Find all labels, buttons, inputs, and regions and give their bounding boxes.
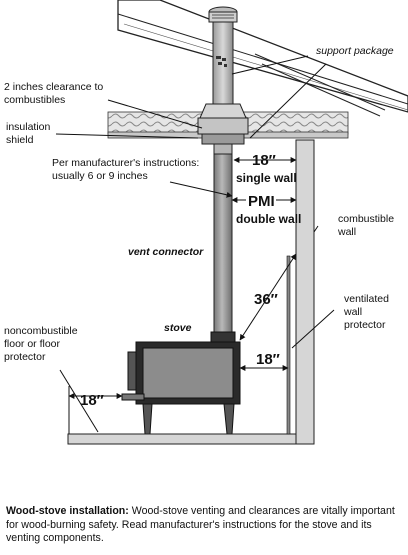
combustible-wall: [295, 139, 315, 445]
roof: [117, 0, 408, 117]
dimension-18-right: 18″: [256, 351, 280, 368]
insulation-shield-label-line2: shield: [6, 134, 34, 146]
stove-label: stove: [164, 322, 192, 334]
pmi-label: PMI: [248, 193, 275, 210]
clearance-label-line2: combustibles: [4, 94, 65, 106]
floor-protector: [67, 433, 297, 445]
noncombustible-floor-label-line1: noncombustible: [4, 325, 78, 337]
ventilated-protector-label-line3: protector: [344, 319, 386, 331]
manufacturer-label-line2: usually 6 or 9 inches: [52, 170, 148, 182]
ventilated-protector-label-line2: wall: [343, 306, 362, 318]
ventilated-protector-label-line1: ventilated: [344, 293, 389, 305]
double-wall-label: double wall: [236, 212, 301, 226]
caption-title: Wood-stove installation:: [6, 505, 129, 517]
single-wall-label: single wall: [236, 171, 297, 185]
noncombustible-floor-label-line3: protector: [4, 351, 46, 363]
stove: [121, 341, 241, 435]
support-package-label: support package: [316, 45, 394, 57]
chimney: [197, 6, 249, 155]
pipe-collar: [210, 331, 236, 343]
insulation-shield-label-line1: insulation: [6, 121, 51, 133]
dimension-18-top: 18″: [252, 152, 276, 169]
ventilated-wall-protector: [286, 255, 291, 435]
clearance-label-line1: 2 inches clearance to: [4, 81, 103, 93]
wood-stove-installation-diagram: support package 2 inches clearance to co…: [4, 0, 408, 445]
manufacturer-label-line1: Per manufacturer's instructions:: [52, 157, 199, 169]
caption-body: Wood-stove venting and clearances are vi…: [6, 505, 395, 545]
leader-lines: [55, 55, 335, 434]
figure-caption: Wood-stove installation: Wood-stove vent…: [6, 505, 402, 546]
dimension-18-left: 18″: [80, 392, 104, 409]
combustible-wall-label-line2: wall: [337, 226, 356, 238]
noncombustible-floor-label-line2: floor or floor: [4, 338, 61, 350]
vent-connector-pipe: [213, 153, 233, 337]
combustible-wall-label-line1: combustible: [338, 213, 394, 225]
vent-connector-label: vent connector: [128, 246, 204, 258]
dimension-36: 36″: [254, 291, 278, 308]
